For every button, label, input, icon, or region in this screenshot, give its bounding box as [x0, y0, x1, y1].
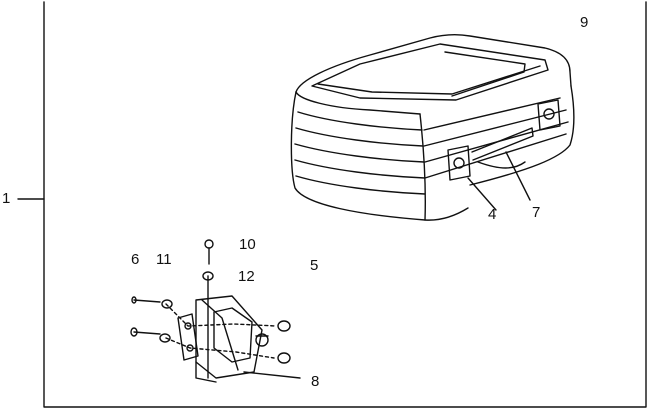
bracket-assembly-drawing	[130, 239, 301, 383]
callout-5: 5	[310, 257, 319, 274]
callout-7: 7	[532, 204, 541, 221]
callout-11: 11	[156, 251, 172, 268]
callout-4: 4	[488, 206, 497, 223]
callout-12: 12	[238, 268, 255, 285]
callout-6: 6	[131, 251, 140, 268]
callout-10: 10	[239, 236, 256, 253]
callout-8: 8	[311, 373, 320, 390]
frame	[43, 1, 647, 408]
top-case-drawing	[290, 33, 575, 221]
callout-9: 9	[580, 14, 589, 31]
callout-1: 1	[2, 190, 11, 207]
